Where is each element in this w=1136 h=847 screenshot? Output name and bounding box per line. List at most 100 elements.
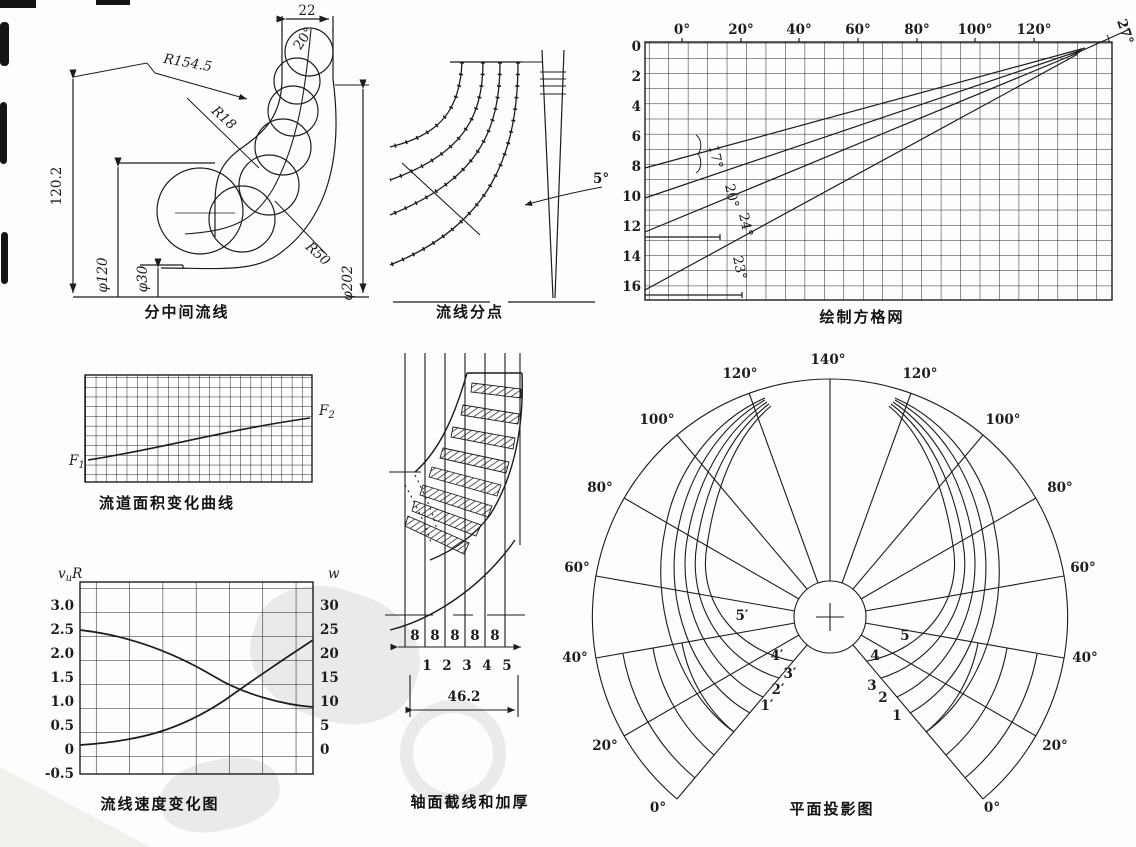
proj-section-label: 1′ — [761, 698, 774, 714]
area-f1-label: F1 — [68, 453, 85, 471]
grid-xtick: 0° — [674, 22, 690, 38]
proj-angle: 0° — [984, 800, 1000, 816]
f2-sub: 2 — [327, 410, 334, 421]
f1-sub: 1 — [78, 460, 84, 471]
caption-velocity: 流线速度变化图 — [100, 796, 220, 813]
stream-angle-label: 20° — [721, 183, 742, 210]
vel-ltick: 2.0 — [51, 646, 75, 662]
grid-xtick: 20° — [728, 22, 754, 38]
grid-xtick: 40° — [786, 22, 812, 38]
f2-base: F — [318, 403, 329, 419]
grid-xtick: 100° — [958, 22, 993, 38]
vur-sub: u — [66, 573, 72, 584]
conformal-grid-drawing: 0° 20° 40° 60° 80° 100° 120° 0 2 4 6 8 1… — [622, 17, 1136, 301]
vel-ltick: -0.5 — [45, 766, 74, 782]
grid-ytick: 14 — [622, 249, 641, 265]
proj-angle: 120° — [723, 366, 758, 382]
grid-ytick: 16 — [622, 279, 641, 295]
radius-r154-label: R154.5 — [161, 51, 213, 75]
vel-ltick: 2.5 — [51, 622, 75, 638]
proj-section-label: 4 — [870, 648, 879, 664]
proj-section-label: 3′ — [784, 666, 797, 682]
dia-30-label: φ30 — [135, 265, 151, 292]
scan-mark — [0, 0, 36, 8]
area-curve-drawing: F1 F2 — [68, 374, 335, 483]
vel-rtick: 15 — [320, 670, 339, 686]
meridional-section-drawing: 22 20° R154.5 R18 R50 120.2 φ120 φ30 φ20… — [49, 3, 369, 301]
vel-ltick: 1.5 — [51, 670, 75, 686]
caption-meridional: 分中间流线 — [144, 304, 230, 321]
vur-base: v — [58, 566, 66, 582]
caption-projection: 平面投影图 — [789, 801, 875, 818]
velocity-chart-drawing: vuR w 3.0 2.5 2.0 1.5 1.0 0.5 0 -0.5 30 … — [45, 566, 340, 782]
proj-angle: 20° — [592, 738, 618, 754]
scan-mark — [1, 232, 8, 284]
radius-r18-label: R18 — [207, 102, 239, 133]
caption-sections: 轴面截线和加厚 — [410, 794, 530, 811]
proj-angle: 40° — [562, 650, 588, 666]
section-width-label: 8 — [450, 628, 459, 644]
proj-angle: 20° — [1042, 738, 1068, 754]
vel-rtick: 0 — [320, 742, 329, 758]
grid-ytick: 12 — [622, 219, 641, 235]
stream-angle-label: 24° — [735, 212, 756, 239]
section-width-label: 8 — [490, 628, 499, 644]
streamline-division-drawing: 5° — [389, 49, 609, 303]
grid-ytick: 6 — [632, 129, 641, 145]
proj-section-label: 2′ — [772, 682, 785, 698]
proj-angle: 80° — [1047, 480, 1073, 496]
right-axis-label: w — [328, 566, 340, 582]
scan-mark — [0, 102, 7, 164]
stream-angle-label: 17° — [705, 144, 726, 171]
scan-mark — [0, 22, 9, 66]
section-index-label: 3 — [462, 658, 471, 674]
proj-angle: 60° — [1070, 560, 1096, 576]
watermark-corner — [0, 767, 150, 847]
caption-grid: 绘制方格网 — [819, 309, 905, 326]
dim-22-label: 22 — [298, 3, 315, 19]
section-width-label: 8 — [410, 628, 419, 644]
stream-angle-label: 23° — [729, 255, 750, 282]
proj-section-label: 2 — [878, 690, 887, 706]
plan-projection-drawing: 140° 120° 120° 100° 100° 80° 80° 60° 60°… — [562, 352, 1098, 816]
proj-section-label: 4′ — [771, 648, 784, 664]
section-index-label: 1 — [422, 658, 431, 674]
grid-ytick: 10 — [622, 189, 641, 205]
proj-angle-top: 140° — [811, 352, 846, 368]
proj-angle: 100° — [640, 412, 675, 428]
vel-rtick: 20 — [320, 646, 339, 662]
grid-ytick: 0 — [632, 39, 641, 55]
proj-section-label: 1 — [892, 708, 901, 724]
grid-ytick: 4 — [632, 99, 641, 115]
vel-ltick: 0 — [65, 742, 74, 758]
proj-angle: 60° — [564, 560, 590, 576]
vel-rtick: 5 — [320, 718, 329, 734]
grid-xtick: 80° — [904, 22, 930, 38]
vel-rtick: 10 — [320, 694, 339, 710]
proj-angle: 100° — [986, 412, 1021, 428]
proj-angle: 120° — [903, 366, 938, 382]
proj-section-label: 5 — [900, 628, 909, 644]
vel-rtick: 30 — [320, 598, 339, 614]
vel-ltick: 0.5 — [51, 718, 75, 734]
section-width-label: 8 — [470, 628, 479, 644]
section-index-label: 5 — [502, 658, 511, 674]
grid-xtick: 120° — [1017, 22, 1052, 38]
left-axis-label: vuR — [58, 566, 82, 584]
proj-angle: 80° — [587, 480, 613, 496]
vel-ltick: 3.0 — [51, 598, 75, 614]
section-width-label: 8 — [430, 628, 439, 644]
grid-ytick: 2 — [632, 69, 641, 85]
scan-mark — [96, 0, 130, 5]
dia-120-label: φ120 — [95, 257, 111, 293]
section-index-label: 2 — [442, 658, 451, 674]
f1-base: F — [68, 453, 79, 469]
grid-xtick: 60° — [845, 22, 871, 38]
grid-ytick: 8 — [632, 159, 641, 175]
proj-section-label: 3 — [867, 678, 876, 694]
section-index-label: 4 — [482, 658, 491, 674]
caption-division: 流线分点 — [435, 304, 505, 321]
blade-sections-drawing: 8 8 8 8 8 1 2 3 4 5 46.2 — [385, 353, 525, 717]
area-f2-label: F2 — [318, 403, 335, 421]
